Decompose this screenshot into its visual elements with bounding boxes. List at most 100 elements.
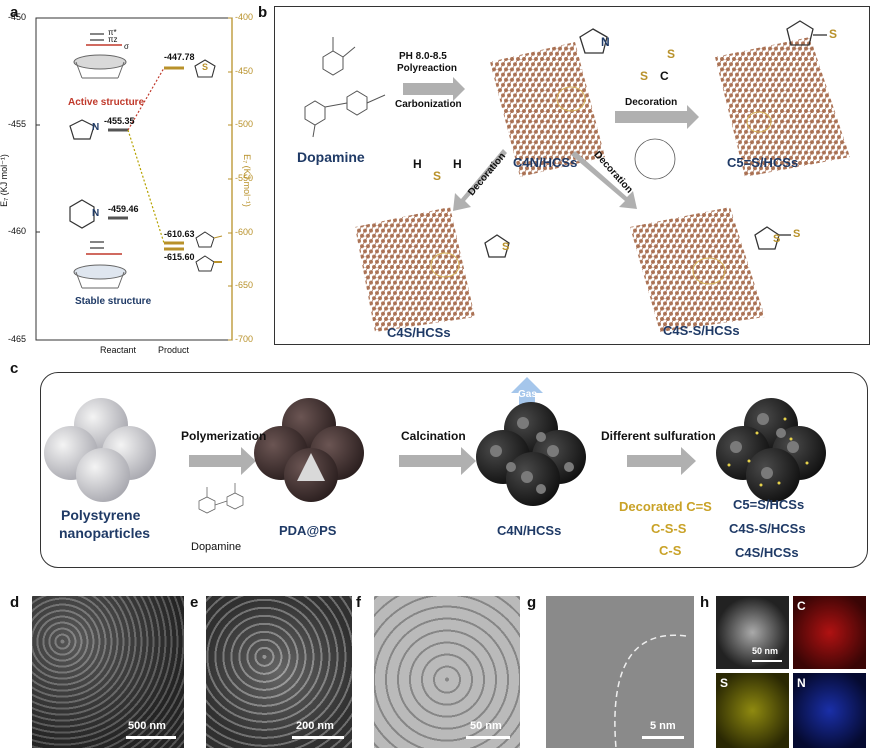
css-label: C-S-S — [651, 521, 687, 536]
active-structure-icon — [73, 33, 127, 79]
arrow-decoration-down — [571, 151, 637, 209]
value-3: -459.46 — [108, 204, 139, 214]
c4s-label: C4S/HCSs — [387, 325, 451, 340]
tem-image-f: 50 nm — [374, 596, 520, 748]
panel-label-g: g — [527, 594, 537, 611]
scale-text-g: 5 nm — [650, 720, 676, 732]
panel-label-b: b — [258, 4, 268, 21]
scale-text-f: 50 nm — [470, 720, 502, 732]
scale-text-d: 500 nm — [128, 720, 166, 732]
carbon-map-label: C — [797, 599, 806, 613]
thiolane-ss-icon — [754, 226, 780, 250]
nanoparticles-label: nanoparticles — [59, 525, 151, 541]
value-5: -615.60 — [164, 252, 195, 262]
atom-s-cs2-left: S — [640, 69, 649, 83]
scale-bar-g — [642, 736, 684, 739]
calcination-label: Calcination — [401, 429, 466, 443]
nitrogen-map-label: N — [797, 676, 806, 690]
left-tick-2: -455 — [8, 119, 27, 129]
atom-s-b3: S — [773, 233, 781, 245]
arrow-decoration-left — [453, 149, 507, 211]
atom-s-b4: S — [793, 228, 801, 240]
atom-s-b1: S — [829, 27, 838, 41]
product-c4ss-label: C4S-S/HCSs — [729, 521, 806, 536]
scale-bar-h — [752, 660, 782, 662]
value-4: -610.63 — [164, 229, 195, 239]
left-tick-3: -460 — [8, 226, 27, 236]
left-tick-1: -450 — [8, 12, 27, 22]
sem-image-e: 200 nm — [206, 596, 352, 748]
right-tick-6: -650 — [235, 280, 254, 290]
c5s-label: C5=S/HCSs — [727, 155, 799, 170]
atom-n-b: N — [601, 35, 610, 49]
carbon-map: C — [793, 596, 866, 669]
nitrogen-label-2: N — [92, 208, 100, 219]
left-tick-4: -465 — [8, 334, 27, 344]
right-tick-2: -450 — [235, 66, 254, 76]
scheme-svg — [304, 20, 850, 332]
decorated-cs-label: Decorated C=S — [619, 499, 712, 514]
arrow-polymerization — [189, 447, 256, 475]
sem-image-d: 500 nm — [32, 596, 184, 748]
nitrogen-map: N — [793, 673, 866, 748]
scale-bar-f — [466, 736, 510, 739]
dopamine-label: Dopamine — [297, 149, 365, 165]
scale-bar-d — [126, 736, 176, 739]
haadf-image: 50 nm — [716, 596, 789, 669]
atom-s-cs2-top: S — [667, 47, 676, 61]
atom-s-b2: S — [502, 241, 510, 253]
c4ss-label: C4S-S/HCSs — [663, 323, 740, 338]
stable-structure-label: Stable structure — [75, 296, 152, 307]
right-tick-4: -550 — [235, 173, 254, 183]
x-tick-reactant: Reactant — [100, 345, 137, 355]
atom-s-h2s: S — [433, 169, 442, 183]
fabrication-process-panel: Polystyrene nanoparticles Polymerization… — [40, 372, 868, 568]
value-2: -455.35 — [104, 116, 135, 126]
c4s-sheet — [355, 207, 475, 332]
synthesis-scheme-panel: Dopamine PH 8.0-8.5 Polyreaction Carboni… — [274, 6, 870, 345]
dopamine-small-structure — [198, 483, 244, 514]
atom-h1: H — [413, 157, 422, 171]
product-c4s-label: C4S/HCSs — [735, 545, 799, 560]
hcs-spheres — [476, 402, 586, 506]
thiolane-icon-b — [484, 234, 510, 258]
cs-label: C-S — [659, 543, 682, 558]
scale-text-h: 50 nm — [752, 646, 779, 656]
thiolane-icon — [194, 59, 216, 78]
eds-mapping-h: 50 nm C S N — [716, 596, 866, 748]
active-structure-label: Active structure — [68, 97, 145, 108]
atom-h2: H — [453, 157, 462, 171]
arrow-calcination — [399, 447, 476, 475]
arrow-decoration-right — [615, 105, 699, 129]
right-axis-label: E₇ (KJ mol⁻¹) — [241, 154, 252, 207]
c4n-label: C4N/HCSs — [513, 155, 578, 170]
thiolane-one-icon — [786, 20, 814, 46]
right-tick-1: -400 — [235, 12, 254, 22]
c4n-label-c: C4N/HCSs — [497, 523, 562, 538]
panel-label-a: a — [10, 4, 19, 21]
sulfur-label: S — [202, 62, 209, 72]
pyrrolidine-icon-b — [579, 28, 608, 54]
pda-spheres — [254, 398, 364, 502]
arrow-carbonization — [403, 77, 465, 101]
step-ph-label: PH 8.0-8.5 — [399, 51, 447, 62]
orbital-sigma: σ — [124, 42, 129, 51]
right-tick-3: -500 — [235, 119, 254, 129]
left-axis-label: E₇ (KJ mol⁻¹) — [0, 154, 9, 207]
orbital-pi-star: π* — [108, 28, 117, 37]
c4n-sheet — [490, 42, 605, 177]
step-carbonization-label: Carbonization — [395, 99, 462, 110]
piperidine-icon — [69, 199, 95, 229]
polymerization-label: Polymerization — [181, 429, 267, 443]
polystyrene-label: Polystyrene — [61, 507, 141, 523]
dopamine-structure — [304, 37, 386, 138]
s8-ring-icon — [634, 138, 676, 180]
fabrication-svg — [44, 377, 826, 514]
scale-text-e: 200 nm — [296, 720, 334, 732]
product-c5s-label: C5=S/HCSs — [733, 497, 805, 512]
right-tick-5: -600 — [235, 227, 254, 237]
sulfur-map-label: S — [720, 676, 729, 690]
panel-label-h: h — [700, 594, 710, 611]
stable-structure-icon — [73, 241, 127, 289]
atom-c-cs2: C — [660, 69, 669, 83]
